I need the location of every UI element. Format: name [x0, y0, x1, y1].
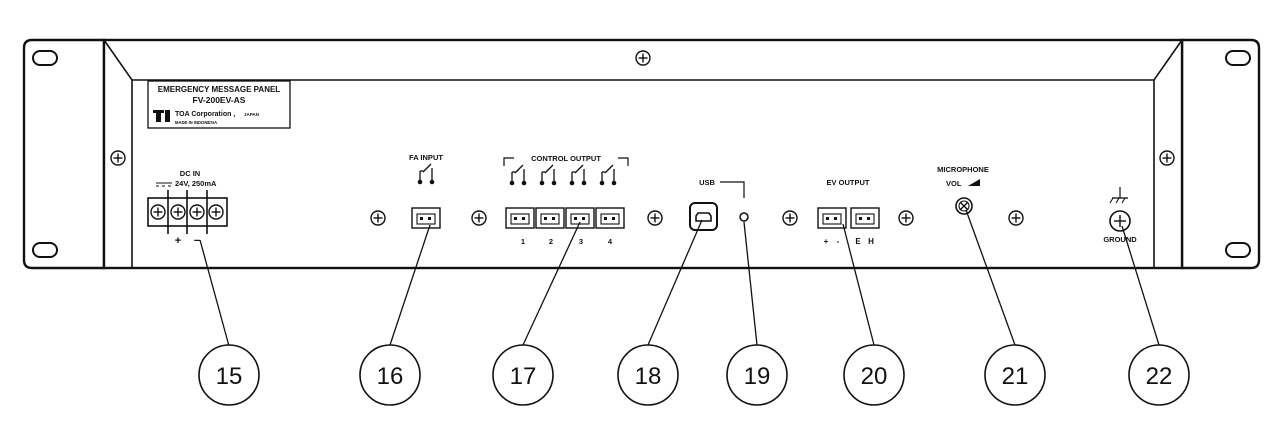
ev-output-title: EV OUTPUT — [827, 178, 870, 187]
control-output: CONTROL OUTPUT 1 2 3 4 — [503, 154, 629, 246]
usb-port: USB — [689, 178, 749, 231]
callout-number: 19 — [744, 363, 771, 390]
fa-input: FA INPUT — [409, 153, 443, 229]
usb-title: USB — [699, 178, 715, 187]
main-panel — [102, 38, 1184, 270]
callout-17: 17 — [492, 344, 554, 406]
microphone-vol-label: VOL — [946, 179, 962, 188]
left-side-screw-icon — [110, 150, 126, 166]
control-output-connector-2-icon — [535, 207, 565, 229]
control-output-connector-1-icon — [505, 207, 535, 229]
callout-20: 20 — [843, 344, 905, 406]
nameplate-line1: EMERGENCY MESSAGE PANEL — [158, 85, 281, 94]
dc-in-title: DC IN — [180, 169, 200, 178]
ev-pin-label: - — [837, 237, 840, 246]
callout-number: 16 — [377, 363, 404, 390]
dc-in: DC IN 24V, 250mA + − — [147, 169, 228, 247]
ground-label: GROUND — [1103, 235, 1137, 244]
top-screw-icon — [635, 50, 651, 66]
nameplate-country: JAPAN — [244, 112, 259, 117]
control-channel-label: 4 — [608, 237, 613, 246]
callout-number: 20 — [861, 363, 888, 390]
control-output-connector-4-icon — [595, 207, 625, 229]
dc-symbol-icon — [156, 182, 172, 187]
rack-ear-right — [1180, 38, 1261, 270]
callout-19: 19 — [726, 344, 788, 406]
fa-input-title: FA INPUT — [409, 153, 443, 162]
dc-terminal-screw-icon — [170, 204, 186, 220]
control-output-title: CONTROL OUTPUT — [531, 154, 601, 163]
usb-indicator-icon — [739, 212, 749, 222]
mounting-screw-icon — [1008, 210, 1024, 226]
callout-18: 18 — [617, 344, 679, 406]
control-channel-label: 2 — [549, 237, 553, 246]
callout-number: 22 — [1146, 363, 1173, 390]
callout-21: 21 — [984, 344, 1046, 406]
toa-logo-icon — [153, 110, 170, 122]
callout-15: 15 — [198, 344, 260, 406]
callout-number: 15 — [216, 363, 243, 390]
ev-pin-label: E — [855, 237, 861, 246]
microphone-volume: MICROPHONE VOL — [937, 165, 989, 215]
nameplate-model: FV-200EV-AS — [193, 95, 246, 105]
leader-lines — [199, 209, 1160, 347]
control-channel-label: 3 — [579, 237, 583, 246]
ev-output-connector-1-icon — [817, 207, 847, 229]
rack-ear-left — [22, 38, 106, 270]
right-side-screw-icon — [1159, 150, 1175, 166]
fa-input-connector-icon — [411, 207, 441, 229]
nameplate-company: TOA Corporation , — [175, 111, 235, 118]
control-channel-label: 1 — [521, 237, 525, 246]
ev-output-connector-2-icon — [850, 207, 880, 229]
callout-22: 22 — [1128, 344, 1190, 406]
mounting-screw-icon — [370, 210, 386, 226]
microphone-title: MICROPHONE — [937, 165, 989, 174]
dc-terminal-screw-icon — [189, 204, 205, 220]
callout-number: 21 — [1002, 363, 1029, 390]
nameplate-made-in: MADE IN INDONESIA — [175, 120, 217, 125]
ev-pin-label: H — [868, 237, 874, 246]
usb-b-icon — [695, 212, 712, 222]
dc-terminal-screw-icon — [208, 204, 224, 220]
mounting-screw-icon — [782, 210, 798, 226]
ev-pin-label: + — [824, 237, 829, 246]
volume-wedge-icon — [968, 179, 980, 186]
ground-symbol-icon — [1109, 187, 1128, 204]
callout-16: 16 — [359, 344, 421, 406]
dc-terminal-screw-icon — [150, 204, 166, 220]
mounting-screw-icon — [898, 210, 914, 226]
dc-in-rating: 24V, 250mA — [175, 179, 217, 188]
callout-number: 18 — [635, 363, 662, 390]
nameplate: EMERGENCY MESSAGE PANEL FV-200EV-AS TOA … — [147, 80, 291, 129]
mounting-screw-icon — [647, 210, 663, 226]
mounting-screw-icon — [471, 210, 487, 226]
dc-minus-label: − — [194, 235, 200, 247]
callout-number: 17 — [510, 363, 537, 390]
ev-output: EV OUTPUT + - E H — [817, 178, 880, 246]
ground-terminal: GROUND — [1103, 187, 1137, 244]
control-output-connector-3-icon — [565, 207, 595, 229]
dc-plus-label: + — [175, 235, 181, 247]
